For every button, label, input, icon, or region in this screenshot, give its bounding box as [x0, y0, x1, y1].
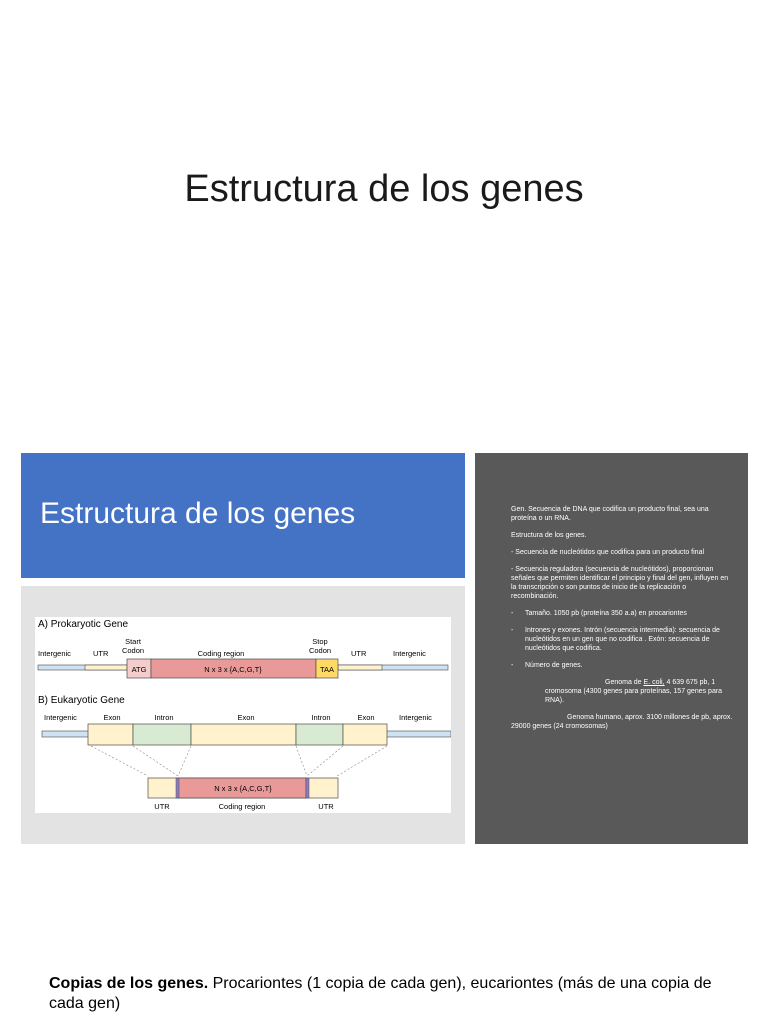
ecoli-name: E. coli,: [643, 679, 665, 686]
stop-label-1: Stop: [312, 637, 327, 646]
notes-text: Gen. Secuencia de DNA que codifica un pr…: [511, 505, 733, 739]
prok-title: A) Prokaryotic Gene: [38, 619, 128, 630]
euk-exon-1: [87, 723, 134, 746]
euk-intron-1-label: Intron: [154, 713, 173, 722]
note-bullet-gene-count-text: Número de genes.: [525, 662, 583, 669]
prok-utr-left: UTR: [93, 649, 109, 658]
euk-nx3-label: N x 3 x {A,C,G,T}: [214, 784, 272, 793]
ecoli-suffix: 4 639 675 pb, 1 cromosoma (4300 genes pa…: [545, 679, 723, 704]
prok-utr-right-box: [337, 664, 383, 671]
euk-exon-3-label: Exon: [357, 713, 374, 722]
panel-title: Estructura de los genes: [40, 497, 356, 530]
note-bullet-size-text: Tamaño. 1050 pb (proteína 350 a.a) en pr…: [525, 610, 687, 617]
note-bullet-introns-text: Intrones y exones. Intrón (secuencia int…: [525, 627, 720, 652]
gene-diagram-panel: A) Prokaryotic Gene Start Codon Stop Cod…: [21, 586, 465, 844]
euk-exon-2-label: Exon: [237, 713, 254, 722]
start-label-1: Start: [125, 637, 142, 646]
taa-box: [315, 658, 339, 679]
taa-label: TAA: [320, 665, 334, 674]
notes-panel: Gen. Secuencia de DNA que codifica un pr…: [475, 453, 748, 844]
prok-intergenic-right: Intergenic: [393, 649, 426, 658]
euk-intron-1: [132, 723, 192, 746]
prok-intergenic-left: Intergenic: [38, 649, 71, 658]
stop-label-2: Codon: [309, 646, 331, 655]
prok-utr-left-box: [84, 664, 128, 671]
stop-codon-mark: [305, 777, 310, 799]
gene-copies-note: Copias de los genes. Procariontes (1 cop…: [49, 974, 729, 1014]
note-bullet-introns: -Intrones y exones. Intrón (secuencia in…: [511, 626, 733, 653]
atg-label: ATG: [132, 665, 147, 674]
prok-coding-label: Coding region: [198, 649, 245, 658]
euk-intron-2-label: Intron: [311, 713, 330, 722]
mrna-coding-label: Coding region: [219, 802, 266, 811]
note-regulatory-sequence: - Secuencia reguladora (secuencia de nuc…: [511, 566, 729, 600]
note-ecoli-genome: Genoma de E. coli, 4 639 675 pb, 1 cromo…: [511, 678, 733, 705]
note-bullet-gene-count: -Número de genes.: [511, 662, 583, 669]
euk-exon-1-label: Exon: [103, 713, 120, 722]
start-label-2: Codon: [122, 646, 144, 655]
prok-utr-right: UTR: [351, 649, 367, 658]
gene-copies-heading: Copias de los genes.: [49, 975, 209, 992]
note-human-genome: Genoma humano, aprox. 3100 millones de p…: [511, 714, 733, 730]
euk-intron-2: [295, 723, 344, 746]
start-codon-mark: [175, 777, 180, 799]
blue-title-panel: Estructura de los genes: [21, 453, 465, 578]
note-coding-sequence: - Secuencia de nucleótidos que codifica …: [511, 549, 705, 556]
prok-nx3-label: N x 3 x {A,C,G,T}: [204, 665, 262, 674]
euk-exon-3: [342, 723, 388, 746]
euk-exon-2: [190, 723, 297, 746]
mrna-utr-left: UTR: [154, 802, 170, 811]
euk-title: B) Eukaryotic Gene: [38, 695, 125, 706]
note-structure-heading: Estructura de los genes.: [511, 532, 587, 539]
euk-intergenic-right: Intergenic: [399, 713, 432, 722]
splice-lines: [90, 745, 388, 777]
gene-copies-body: Procariontes (1 copia de cada gen), euca…: [49, 975, 712, 1012]
note-bullet-size: -Tamaño. 1050 pb (proteína 350 a.a) en p…: [511, 610, 687, 617]
page-title: Estructura de los genes: [184, 168, 584, 210]
euk-intergenic-left: Intergenic: [44, 713, 77, 722]
gene-diagram: A) Prokaryotic Gene Start Codon Stop Cod…: [35, 617, 452, 813]
gene-structure-figure: A) Prokaryotic Gene Start Codon Stop Cod…: [37, 619, 452, 811]
note-gene-definition: Gen. Secuencia de DNA que codifica un pr…: [511, 506, 709, 522]
ecoli-prefix: Genoma de: [605, 679, 644, 686]
mrna-utr-right: UTR: [318, 802, 334, 811]
